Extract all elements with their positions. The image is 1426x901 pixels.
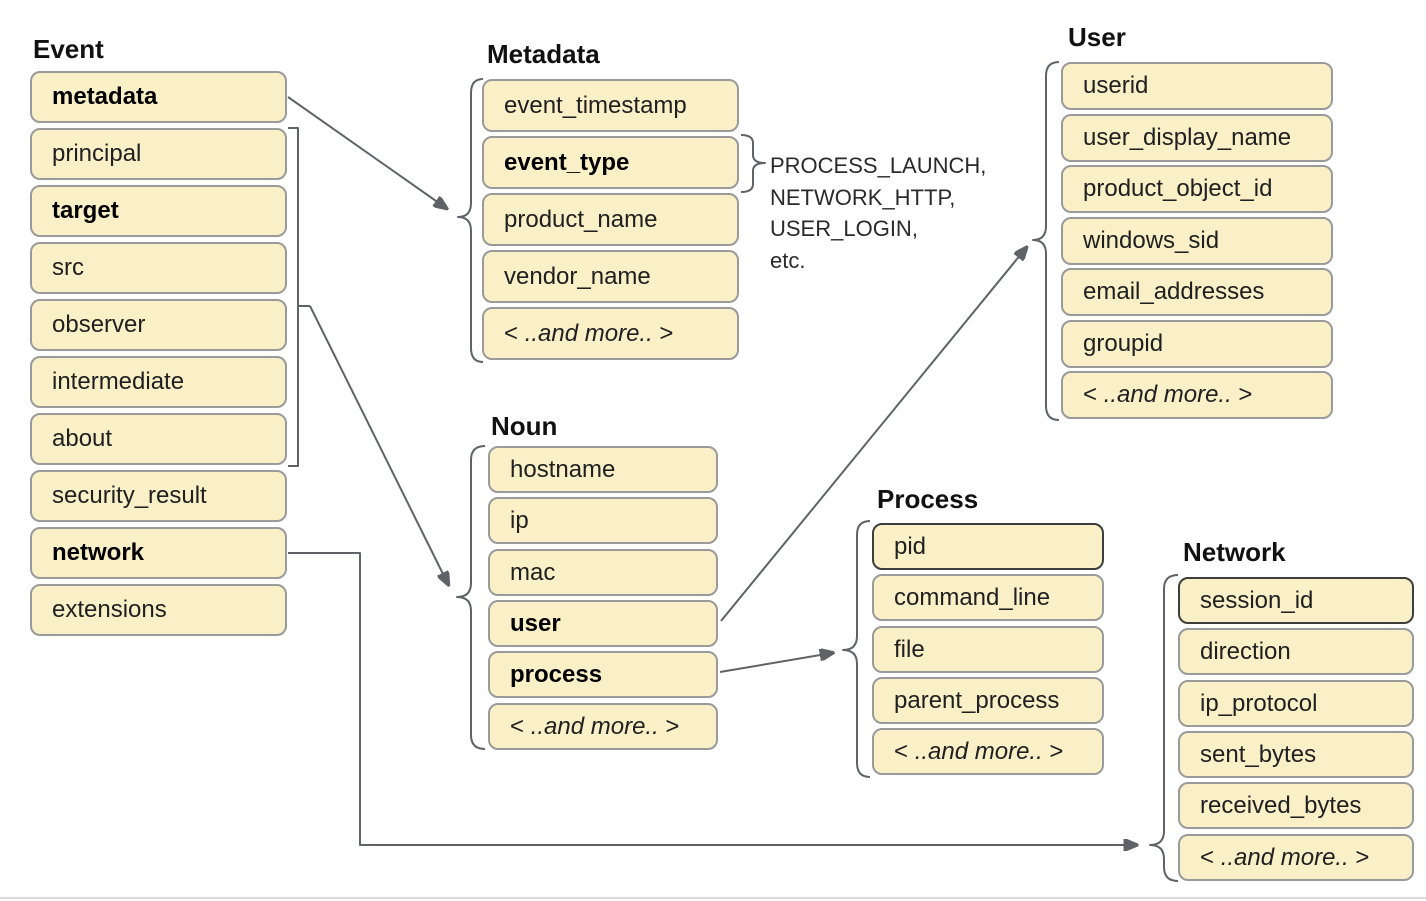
field-noun-hostname: hostname bbox=[488, 446, 718, 493]
field-event-principal: principal bbox=[30, 128, 287, 180]
arrow-event-metadata bbox=[287, 96, 446, 208]
field-noun-and-more: < ..and more.. > bbox=[488, 703, 718, 750]
field-user-and-more: < ..and more.. > bbox=[1061, 371, 1333, 419]
field-user-user_display_name: user_display_name bbox=[1061, 114, 1333, 162]
field-user-groupid: groupid bbox=[1061, 320, 1333, 368]
field-event-network: network bbox=[30, 527, 287, 579]
field-label: > bbox=[1348, 843, 1370, 871]
field-process-parent_process: parent_process bbox=[872, 677, 1104, 724]
field-process-file: file bbox=[872, 626, 1104, 673]
group-title-metadata: Metadata bbox=[487, 39, 600, 69]
field-noun-ip: ip bbox=[488, 497, 718, 544]
group-title-event: Event bbox=[33, 34, 104, 64]
brace-user bbox=[1032, 61, 1060, 421]
field-user-product_object_id: product_object_id bbox=[1061, 165, 1333, 213]
field-label: > bbox=[658, 712, 680, 740]
event-type-example-line: etc. bbox=[770, 247, 806, 273]
brace-network bbox=[1149, 574, 1179, 882]
field-user-userid: userid bbox=[1061, 62, 1333, 110]
field-label: ..and more.. bbox=[914, 737, 1043, 765]
brace-noun bbox=[456, 445, 486, 750]
group-title-network: Network bbox=[1183, 537, 1286, 567]
field-label: > bbox=[652, 319, 674, 347]
field-metadata-product_name: product_name bbox=[482, 193, 739, 246]
field-label: < bbox=[504, 319, 525, 347]
field-noun-user: user bbox=[488, 600, 718, 647]
field-noun-mac: mac bbox=[488, 549, 718, 596]
arrow-event-nouns bbox=[309, 305, 448, 584]
field-event-metadata: metadata bbox=[30, 71, 287, 123]
field-event-observer: observer bbox=[30, 299, 287, 351]
field-label: ..and more.. bbox=[1103, 381, 1232, 408]
field-event-extensions: extensions bbox=[30, 584, 287, 636]
field-label: ..and more.. bbox=[530, 712, 659, 740]
field-network-received_bytes: received_bytes bbox=[1178, 782, 1414, 829]
field-metadata-and-more: < ..and more.. > bbox=[482, 307, 739, 360]
field-process-and-more: < ..and more.. > bbox=[872, 728, 1104, 775]
field-label: > bbox=[1042, 737, 1064, 765]
event-type-example-line: PROCESS_LAUNCH, bbox=[770, 153, 987, 178]
event-type-example-line: USER_LOGIN, bbox=[770, 216, 918, 241]
field-network-direction: direction bbox=[1178, 628, 1414, 675]
field-label: < bbox=[1083, 381, 1104, 408]
field-network-and-more: < ..and more.. > bbox=[1178, 834, 1414, 881]
field-metadata-event_timestamp: event_timestamp bbox=[482, 79, 739, 132]
field-event-about: about bbox=[30, 413, 287, 465]
event-type-example-line: NETWORK_HTTP, bbox=[770, 184, 956, 210]
brace-metadata bbox=[457, 78, 484, 363]
field-metadata-vendor_name: vendor_name bbox=[482, 250, 739, 303]
field-event-target: target bbox=[30, 185, 287, 237]
field-metadata-event_type: event_type bbox=[482, 136, 739, 189]
field-event-src: src bbox=[30, 242, 287, 294]
field-label: < bbox=[1200, 843, 1221, 871]
field-network-session_id: session_id bbox=[1178, 577, 1414, 624]
field-label: > bbox=[1231, 381, 1253, 408]
group-title-user: User bbox=[1068, 22, 1126, 52]
field-event-security_result: security_result bbox=[30, 470, 287, 522]
field-label: ..and more.. bbox=[524, 319, 653, 347]
field-network-ip_protocol: ip_protocol bbox=[1178, 680, 1414, 727]
field-noun-process: process bbox=[488, 651, 718, 698]
brace-process bbox=[842, 520, 871, 778]
field-process-pid: pid bbox=[872, 523, 1104, 570]
page-bottom-border bbox=[0, 897, 1426, 899]
field-label: < bbox=[894, 737, 915, 765]
event-type-examples: PROCESS_LAUNCH, NETWORK_HTTP, USER_LOGIN,e… bbox=[770, 150, 986, 276]
group-title-noun: Noun bbox=[491, 411, 558, 441]
field-label: ..and more.. bbox=[1220, 843, 1349, 871]
bracket-event-nouns bbox=[288, 127, 310, 467]
field-label: < bbox=[510, 712, 531, 740]
group-title-process: Process bbox=[877, 484, 979, 514]
field-process-command_line: command_line bbox=[872, 574, 1104, 621]
arrow-noun-process bbox=[719, 653, 832, 673]
field-event-intermediate: intermediate bbox=[30, 356, 287, 408]
field-user-windows_sid: windows_sid bbox=[1061, 217, 1333, 265]
field-network-sent_bytes: sent_bytes bbox=[1178, 731, 1414, 778]
brace-event-type-examples bbox=[740, 134, 766, 193]
field-user-email_addresses: email_addresses bbox=[1061, 268, 1333, 316]
